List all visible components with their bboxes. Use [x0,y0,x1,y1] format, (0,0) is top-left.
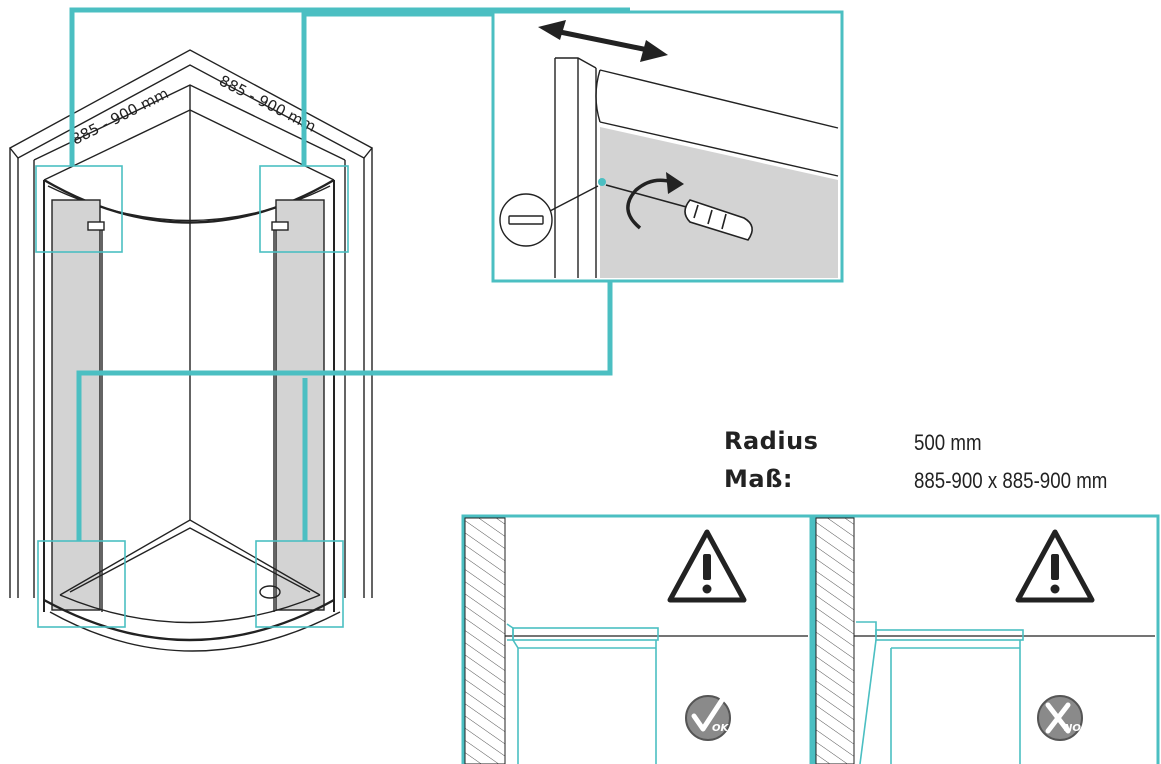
drain [259,585,281,599]
shower-enclosure-drawing [8,49,374,652]
no-badge-text: NO [1064,723,1081,734]
radius-value: 500 mm [914,430,982,455]
ok-badge: OK [685,695,731,741]
slot-screw-callout [499,185,599,247]
ok-wall-hatch [464,517,506,764]
screwdriver-icon [605,184,753,241]
check-icon [691,697,725,732]
right-glass-panel [275,199,325,611]
incorrect-installation-panel: NO [812,514,1160,764]
no-wall-hatch [815,517,855,764]
rotation-arrow-icon [626,172,684,230]
wall-top-outline [8,49,374,159]
slide-direction-arrow [538,20,668,62]
size-label: Maß: [724,465,793,493]
shower-tray [43,598,335,642]
warning-icon [667,529,747,603]
highlight-bottom-right [255,540,344,628]
ok-badge-text: OK [712,723,730,734]
detail-adjust-panel [491,10,844,283]
left-glass-panel [51,199,101,611]
highlight-top-left [35,165,123,253]
cross-icon [1045,702,1071,734]
radius-label: Radius [724,427,819,455]
warning-icon [1015,529,1095,603]
size-value: 885-900 x 885-900 mm [914,468,1108,493]
top-curved-frame [43,178,335,224]
correct-installation-panel: OK [461,514,813,764]
no-badge: NO [1037,695,1083,741]
connector-lines [69,7,630,541]
